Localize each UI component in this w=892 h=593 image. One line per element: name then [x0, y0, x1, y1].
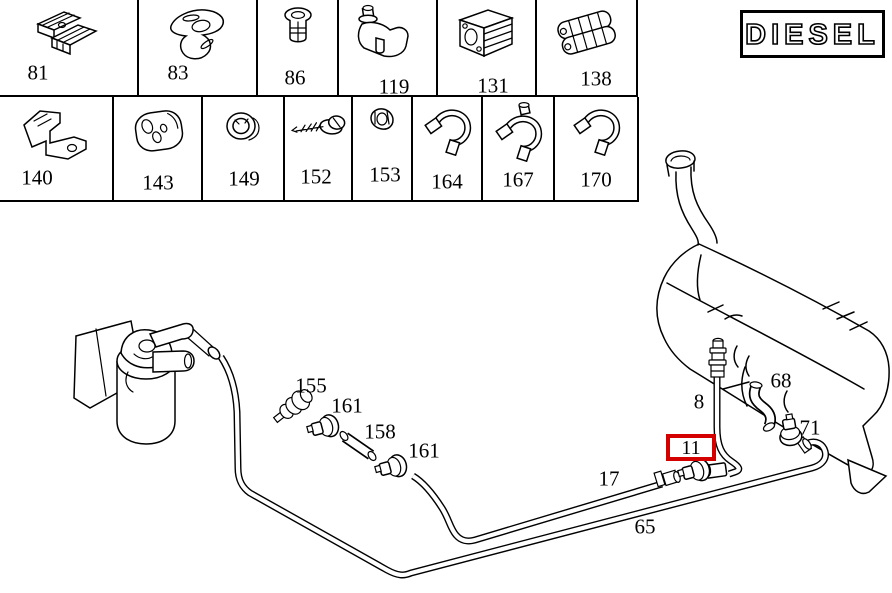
hose-clamp-screw-icon [495, 101, 543, 163]
part-number: 83 [167, 60, 189, 85]
tank-strap-flap [847, 458, 888, 495]
part-cell-149[interactable]: 149 [203, 97, 285, 202]
part-cell-86[interactable]: 86 [258, 0, 339, 97]
hose-clamp-161-b [372, 452, 410, 483]
part-cell-83[interactable]: 83 [139, 0, 258, 97]
fuel-line-17 [411, 469, 681, 545]
svg-text:DIESEL: DIESEL [745, 19, 880, 51]
part-label-161-b[interactable]: 161 [408, 438, 440, 463]
part-label-65[interactable]: 65 [634, 514, 656, 539]
diesel-badge-lettering: DIESEL [744, 18, 880, 52]
part-label-8[interactable]: 8 [693, 389, 705, 414]
part-cell-152[interactable]: 152 [285, 97, 353, 202]
tank-filler-neck [665, 150, 718, 246]
hose-clamp-icon [573, 109, 621, 157]
part-number: 170 [580, 167, 612, 192]
part-number: 119 [378, 74, 410, 99]
part-label-11[interactable]: 11 [681, 436, 701, 459]
expansion-rivet-icon [283, 7, 312, 43]
part-number: 164 [431, 169, 463, 194]
part-cell-167[interactable]: 167 [483, 97, 555, 202]
part-number: 167 [502, 167, 534, 192]
hose-clamp-11 [675, 456, 713, 487]
part-number: 131 [477, 73, 509, 98]
part-cell-119[interactable]: 119 [339, 0, 438, 97]
self-tapping-screw-icon [290, 115, 346, 135]
banjo-fitting [708, 337, 727, 378]
part-label-68[interactable]: 68 [770, 368, 792, 393]
part-cell-81[interactable]: 81 [0, 0, 139, 97]
part-cell-170[interactable]: 170 [555, 97, 639, 202]
ribbed-clamp-block-icon [457, 9, 514, 58]
fuel-pipe-8 [702, 337, 743, 479]
clip-nut-icon [370, 108, 394, 130]
part-label-158[interactable]: 158 [364, 419, 396, 444]
part-cell-153[interactable]: 153 [353, 97, 413, 202]
mounting-bracket-icon [23, 110, 87, 160]
part-label-161-a[interactable]: 161 [331, 393, 363, 418]
part-number: 153 [369, 162, 401, 187]
highlight-box-part-11: 11 [666, 434, 716, 461]
part-cell-143[interactable]: 143 [114, 97, 203, 202]
part-number: 86 [284, 65, 306, 90]
hose-clamp-icon [424, 109, 472, 157]
diesel-badge: DIESEL [740, 10, 885, 58]
part-label-71[interactable]: 71 [799, 415, 821, 440]
part-number: 140 [21, 165, 53, 190]
fuel-tank [656, 243, 890, 495]
fuel-filter [73, 320, 215, 445]
part-cell-138[interactable]: 138 [537, 0, 638, 97]
fuel-hose-158 [339, 430, 377, 462]
part-cell-140[interactable]: 140 [0, 97, 114, 202]
part-cell-164[interactable]: 164 [413, 97, 483, 202]
part-number: 143 [142, 170, 174, 195]
double-clamp-block-icon [556, 10, 616, 55]
retaining-clip-icon [169, 9, 224, 60]
part-number: 152 [300, 164, 332, 189]
line-clamp-bolt-icon [357, 4, 409, 58]
grommet-icon [226, 112, 260, 141]
part-number: 149 [228, 166, 260, 191]
pipe-clamp-halves-icon [35, 11, 98, 56]
part-label-17[interactable]: 17 [598, 466, 620, 491]
part-label-155[interactable]: 155 [295, 373, 327, 398]
part-number: 138 [580, 66, 612, 91]
part-number: 81 [27, 60, 49, 85]
fuel-line-65 [207, 346, 829, 579]
fuel-hose-68 [748, 381, 777, 432]
part-cell-131[interactable]: 131 [438, 0, 537, 97]
double-line-holder-icon [134, 110, 183, 152]
check-valve-155 [272, 389, 313, 424]
